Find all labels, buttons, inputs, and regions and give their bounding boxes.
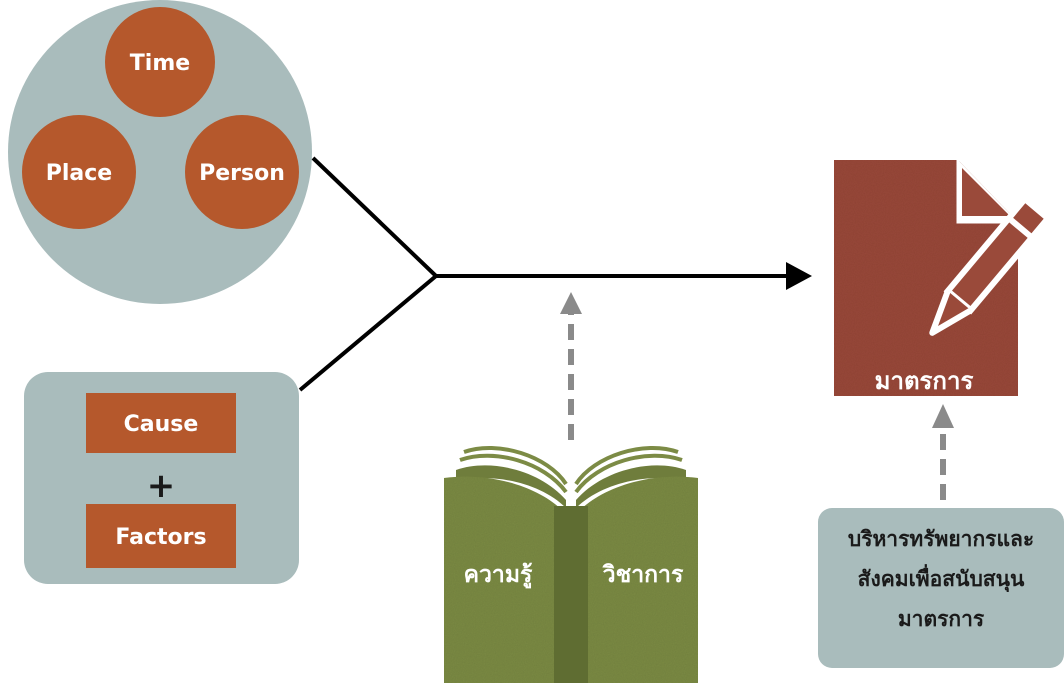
open-book-icon: ความรู้ วิชาการ [444, 446, 698, 683]
cause-box [86, 393, 236, 453]
book-arrow-head [560, 292, 582, 314]
book-dashed-arrow [560, 292, 582, 440]
document-label: มาตรการ [875, 367, 974, 395]
book-spine [554, 506, 588, 683]
support-arrow-head [932, 404, 954, 428]
book-right-label: วิชาการ [602, 562, 684, 588]
support-line-3: มาตรการ [898, 607, 985, 631]
factors-label: Factors [115, 525, 206, 550]
triad-group: Time Place Person [8, 0, 312, 304]
factors-box [86, 504, 236, 568]
book-left-label: ความรู้ [464, 562, 533, 589]
support-line-2: สังคมเพื่อสนับสนุน [858, 563, 1025, 593]
person-node [185, 115, 299, 229]
cause-factors-panel: Cause + Factors [24, 372, 299, 584]
book-right-cover [576, 476, 698, 683]
lower-connector-line [298, 274, 438, 392]
person-label: Person [199, 161, 285, 186]
book-left-cover [444, 476, 566, 683]
arrow-right-icon [786, 262, 812, 290]
cause-label: Cause [124, 412, 199, 437]
place-node [22, 115, 136, 229]
plus-sign: + [147, 466, 176, 506]
time-node [105, 7, 215, 117]
support-box-background [818, 508, 1064, 668]
time-label: Time [130, 51, 190, 76]
place-label: Place [46, 161, 112, 186]
upper-connector-line [311, 156, 438, 278]
book-left-pages [456, 465, 566, 508]
pen-icon [929, 194, 1053, 336]
support-box: บริหารทรัพยากรและ สังคมเพื่อสนับสนุน มาต… [818, 508, 1064, 668]
document-fold-shadow [962, 168, 1010, 216]
book-right-pages [576, 465, 686, 508]
document-edit-icon: มาตรการ [834, 160, 1053, 396]
support-line-1: บริหารทรัพยากรและ [848, 527, 1034, 551]
support-dashed-arrow [932, 404, 954, 500]
connector-lines [298, 156, 790, 392]
